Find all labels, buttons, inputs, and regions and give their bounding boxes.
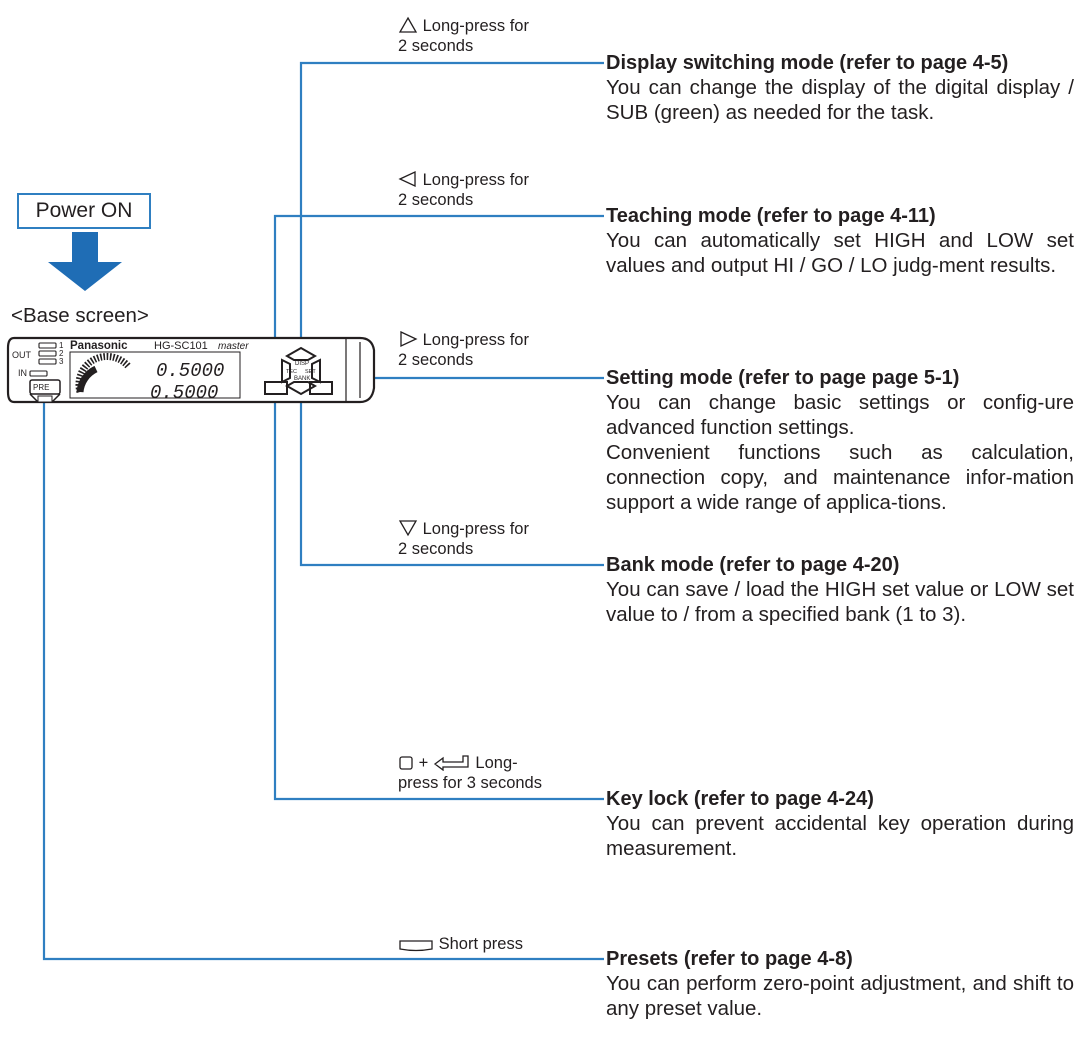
down-arrow-icon [48, 232, 122, 291]
mode-description: You can prevent accidental key operation… [606, 812, 1074, 860]
mode-title: Bank mode (refer to page 4-20) [606, 554, 900, 576]
mode-description: You can save / load the HIGH set value o… [606, 578, 1074, 626]
role-label: master [218, 341, 249, 352]
key-up [284, 346, 318, 361]
mode-presets: Presets (refer to page 4-8) You can perf… [606, 947, 1074, 1021]
mode-key-lock: Key lock (refer to page 4-24) You can pr… [606, 787, 1074, 861]
preset-key-icon [399, 940, 433, 952]
mode-description: You can change the display of the digita… [606, 76, 1074, 124]
indicator-group: OUT IN 1 2 3 [12, 341, 64, 378]
plus-sign: + [418, 754, 429, 772]
indicator-2-label: 2 [59, 349, 64, 358]
trigger-left-line1: Long-press for [422, 171, 529, 189]
square-key-icon [399, 756, 413, 770]
key-right [311, 358, 321, 384]
trigger-down-line2: 2 seconds [398, 540, 474, 558]
indicator-in-label: IN [18, 368, 27, 378]
trigger-key-lock-line2: press for 3 seconds [398, 774, 542, 792]
right-triangle-icon [400, 330, 418, 348]
indicator-3-label: 3 [59, 357, 64, 366]
trigger-down-line1: Long-press for [422, 520, 529, 538]
trigger-short-press-label: Short press [438, 935, 523, 953]
indicator-out-label: OUT [12, 350, 32, 360]
mode-description-extra: Convenient functions such as calculation… [606, 441, 1074, 514]
key-up-label: DISP [295, 361, 309, 367]
mode-title: Setting mode (refer to page page 5-1) [606, 367, 960, 389]
connector-presets [42, 388, 604, 961]
trigger-short-press: Short press [398, 934, 523, 954]
trigger-up-line2: 2 seconds [398, 37, 474, 55]
trigger-right-long-press: Long-press for 2 seconds [398, 330, 529, 370]
trigger-key-lock: + Long- press for 3 seconds [398, 753, 542, 793]
connector-display-switching [299, 61, 604, 353]
trigger-down-long-press: Long-press for 2 seconds [398, 519, 529, 559]
mode-title: Teaching mode (refer to page 4-11) [606, 205, 936, 227]
main-value-readout: 0.5000 [156, 360, 224, 382]
base-screen-label: <Base screen> [11, 304, 149, 327]
up-triangle-icon [398, 16, 418, 33]
mode-bank: Bank mode (refer to page 4-20) You can s… [606, 553, 1074, 627]
down-triangle-icon [398, 520, 418, 537]
sensor-amplifier-device: OUT IN 1 2 3 PRE Panasonic HG-SC101 mast… [6, 336, 376, 404]
trigger-key-lock-line1: Long- [475, 754, 518, 772]
connector-key-lock [273, 385, 604, 801]
mode-teaching: Teaching mode (refer to page 4-11) You c… [606, 204, 1074, 278]
mode-description: You can perform zero-point adjustment, a… [606, 972, 1074, 1020]
power-on-label: Power ON [35, 199, 133, 222]
key-right-label: SET [305, 369, 316, 375]
key-square [264, 381, 288, 395]
mode-title: Presets (refer to page 4-8) [606, 948, 853, 970]
key-left [281, 358, 291, 384]
power-on-box: Power ON [17, 193, 151, 229]
trigger-right-line2: 2 seconds [398, 351, 474, 369]
connector-teaching [273, 214, 604, 371]
trigger-left-line2: 2 seconds [398, 191, 474, 209]
left-triangle-icon [398, 170, 416, 188]
sub-value-readout: 0.5000 [150, 382, 218, 404]
mode-title: Display switching mode (refer to page 4-… [606, 52, 1009, 74]
key-enter [309, 381, 333, 395]
pre-key-label: PRE [33, 383, 49, 392]
key-down [284, 381, 318, 396]
trigger-right-line1: Long-press for [422, 331, 529, 349]
mode-display-switching: Display switching mode (refer to page 4-… [606, 51, 1074, 125]
mode-setting: Setting mode (refer to page page 5-1) Yo… [606, 366, 1074, 515]
bar-gauge [75, 353, 131, 393]
connector-bank [299, 382, 604, 567]
trigger-left-long-press: Long-press for 2 seconds [398, 170, 529, 210]
key-down-label: BANK [294, 376, 310, 382]
enter-key-icon [433, 755, 469, 772]
mode-description: You can automatically set HIGH and LOW s… [606, 229, 1074, 277]
model-label: HG-SC101 [154, 340, 208, 352]
key-left-label: TEC [286, 369, 297, 375]
trigger-up-line1: Long-press for [422, 17, 529, 35]
pre-key: PRE [29, 379, 61, 403]
indicator-1-label: 1 [59, 341, 64, 350]
mode-description: You can change basic settings or config-… [606, 391, 1074, 439]
mode-title: Key lock (refer to page 4-24) [606, 788, 874, 810]
brand-label: Panasonic [70, 340, 128, 352]
trigger-up-long-press: Long-press for 2 seconds [398, 16, 529, 56]
